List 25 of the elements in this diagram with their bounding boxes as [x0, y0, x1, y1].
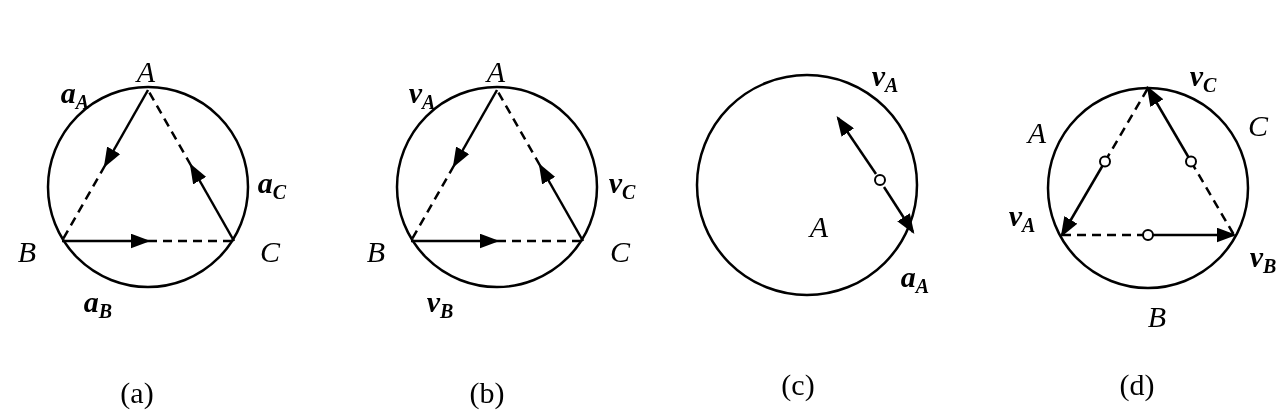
point-label: B	[17, 237, 37, 267]
point-label: A	[809, 212, 829, 242]
vector-label: v$_{C}$	[608, 168, 636, 202]
subfigure-caption: (d)	[1119, 370, 1155, 400]
subfigure-caption: (c)	[781, 370, 815, 400]
point-label: A	[136, 57, 156, 87]
vector-label: v$_{A}$	[1008, 201, 1036, 235]
vector-label: v$_{B}$	[1249, 242, 1277, 276]
vector-label: v$_{A}$	[871, 61, 899, 95]
point-label: B	[366, 237, 386, 267]
point-label: A	[1027, 118, 1047, 148]
point-label: C	[610, 237, 630, 267]
vector-label: a$_{A}$	[900, 262, 930, 296]
vector-label: v$_{B}$	[426, 287, 454, 321]
vector-label: a$_{A}$	[60, 78, 90, 112]
vector-label: v$_{A}$	[408, 78, 436, 112]
subfigure-caption: (a)	[120, 378, 154, 408]
subfigure-caption: (b)	[469, 378, 505, 408]
vector-label: a$_{B}$	[83, 287, 113, 321]
point-label: C	[260, 237, 280, 267]
point-label: A	[486, 57, 506, 87]
vector-label: a$_{C}$	[257, 168, 287, 202]
vector-label: v$_{C}$	[1189, 61, 1217, 95]
point-label: B	[1147, 302, 1167, 332]
point-label: C	[1248, 111, 1268, 141]
